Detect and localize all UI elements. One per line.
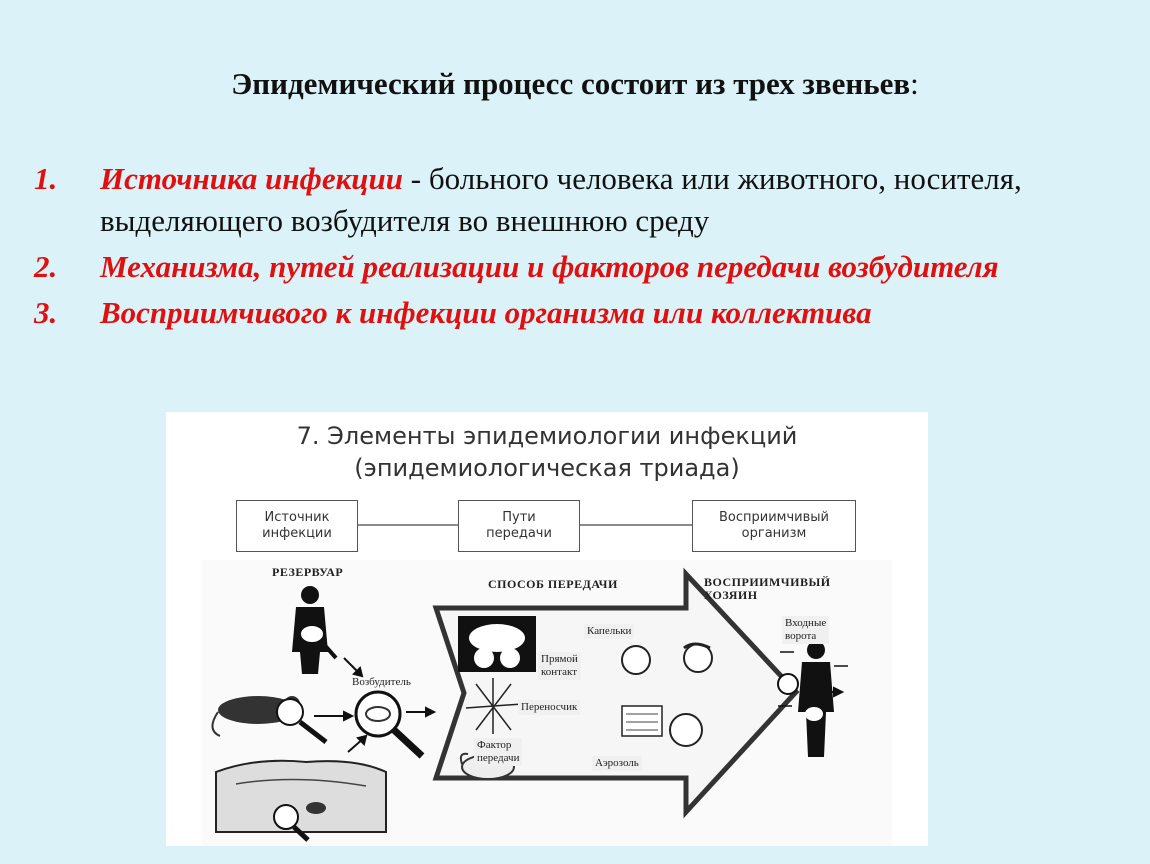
label-aerosol: Аэрозоль — [592, 756, 642, 771]
box-transmission-paths: Пути передачи — [458, 500, 580, 552]
item-number: 1. — [34, 161, 58, 196]
direct-contact-image — [458, 616, 536, 672]
label-pathogen: Возбудитель — [352, 676, 411, 688]
label-vector: Переносчик — [518, 700, 581, 715]
figure-title: 7. Элементы эпидемиологии инфекций (эпид… — [166, 420, 928, 484]
label-direct-contact: Прямой контакт — [538, 652, 581, 680]
rodent-reservoir-icon — [211, 696, 328, 744]
label-droplets: Капельки — [584, 624, 635, 639]
list-item: 1. Источника инфекции - больного человека… — [34, 158, 1134, 242]
box-infection-source: Источник инфекции — [236, 500, 358, 552]
human-host-icon — [777, 641, 848, 757]
item-highlight: Восприимчивого к инфекции организма или … — [100, 295, 872, 330]
box-susceptible-organism-label: Восприимчивый организм — [719, 510, 829, 541]
aerosol-face-icon — [621, 705, 703, 747]
box-infection-source-label: Источник инфекции — [262, 510, 332, 541]
epidemiological-triad-figure: 7. Элементы эпидемиологии инфекций (эпид… — [166, 412, 928, 846]
slide-title: Эпидемический процесс состоит из трех зв… — [0, 66, 1150, 102]
slide-title-colon: : — [910, 66, 919, 101]
item-number: 2. — [34, 249, 58, 284]
item-description: - больного человека или животного, носит… — [100, 161, 1022, 238]
figure-title-line1: 7. Элементы эпидемиологии инфекций — [296, 422, 798, 450]
flow-arrows — [314, 657, 845, 753]
box-susceptible-organism: Восприимчивый организм — [692, 500, 856, 552]
label-reservoir: РЕЗЕРВУАР — [272, 565, 344, 579]
human-reservoir-icon — [292, 586, 338, 674]
box-transmission-paths-label: Пути передачи — [486, 510, 552, 541]
label-mode-of-transmission: СПОСОБ ПЕРЕДАЧИ — [488, 577, 618, 591]
vector-insect-icon — [465, 678, 523, 734]
figure-title-line2: (эпидемиологическая триада) — [354, 454, 740, 482]
list-item: 2. Механизма, путей реализации и факторов… — [34, 246, 1134, 288]
label-susceptible-host: ВОСПРИИМЧИВЫЙ ХОЗЯИН — [704, 575, 831, 602]
item-number: 3. — [34, 295, 58, 330]
links-list: 1. Источника инфекции - больного человека… — [34, 158, 1134, 334]
slide-title-text: Эпидемический процесс состоит из трех зв… — [231, 66, 911, 101]
item-highlight: Источника инфекции — [100, 161, 404, 196]
droplets-faces-icon — [621, 642, 713, 675]
label-portal-of-entry: Входные ворота — [782, 616, 830, 644]
label-vehicle: Фактор передачи — [474, 738, 523, 766]
item-highlight: Механизма, путей реализации и факторов п… — [100, 249, 999, 284]
list-item: 3. Восприимчивого к инфекции организма ил… — [34, 292, 1134, 334]
pathogen-magnifier-icon — [354, 690, 425, 759]
environment-reservoir-icon — [215, 759, 387, 842]
